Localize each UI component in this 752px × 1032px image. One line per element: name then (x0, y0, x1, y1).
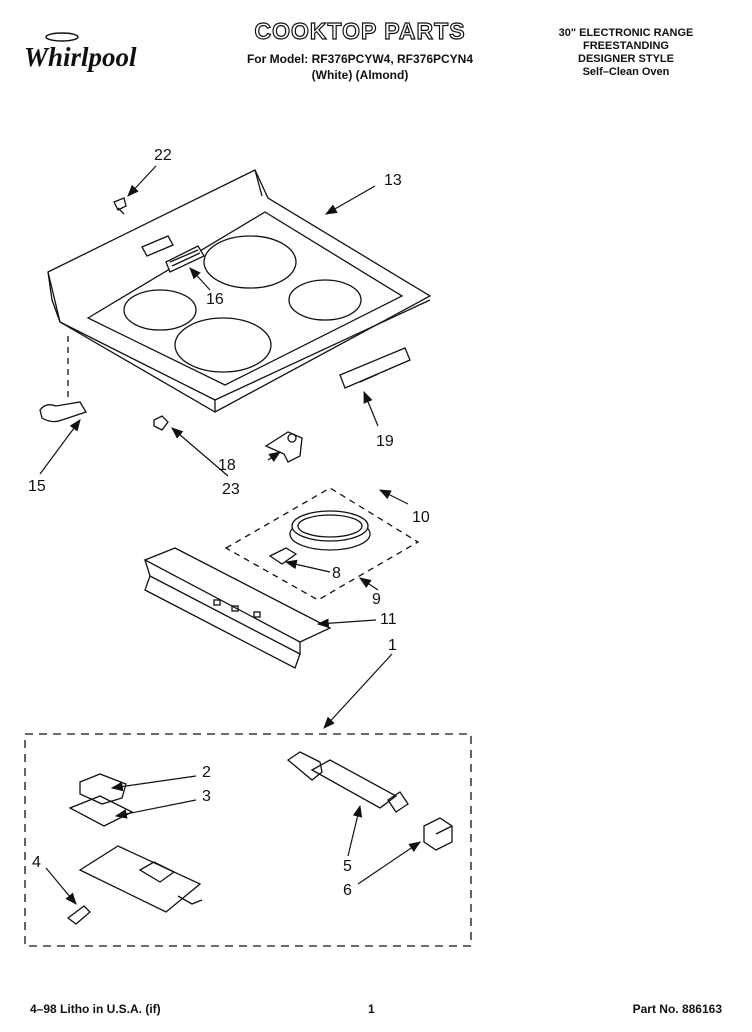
spec-line: 30" ELECTRONIC RANGE (558, 27, 694, 39)
callout-1: 1 (388, 637, 397, 654)
callout-18: 18 (218, 457, 236, 474)
trim-part-19 (339, 347, 411, 389)
cooktop-main-top (47, 169, 432, 413)
hinge-part-15 (39, 401, 87, 423)
print-info: 4–98 Litho in U.S.A. (if) (30, 1002, 161, 1016)
insulator-part-3 (68, 795, 134, 827)
callout-16: 16 (206, 291, 224, 308)
page-number: 1 (368, 1002, 375, 1016)
limiter-part-2 (79, 773, 127, 805)
callout-3: 3 (202, 788, 211, 805)
callout-8: 8 (332, 565, 341, 582)
indicator-panel (141, 235, 205, 273)
callout-6: 6 (343, 882, 352, 899)
callout-10: 10 (412, 509, 430, 526)
connector-part-6 (423, 817, 453, 851)
model-colors: (White) (Almond) (311, 68, 409, 82)
model-numbers: For Model: RF376PCYW4, RF376PCYN4 (246, 52, 474, 66)
bracket-part-5 (286, 751, 409, 813)
support-bracket (143, 547, 332, 669)
callout-2: 2 (202, 764, 211, 781)
whirlpool-logo: Whirlpool (24, 32, 137, 72)
switch-part-18 (264, 431, 303, 463)
svg-text:Whirlpool: Whirlpool (24, 42, 137, 72)
callout-22: 22 (154, 147, 172, 164)
product-spec: 30" ELECTRONIC RANGE FREESTANDING DESIGN… (536, 27, 716, 79)
element-kit-box (24, 733, 472, 947)
page-title: COOKTOP PARTS (254, 17, 466, 44)
spec-line: FREESTANDING (583, 40, 669, 52)
callout-5: 5 (343, 858, 352, 875)
callout-15: 15 (28, 478, 46, 495)
clip-part-23 (153, 415, 169, 431)
callout-11: 11 (380, 611, 397, 628)
clip-part-4 (66, 905, 91, 925)
callout-4: 4 (32, 854, 41, 871)
burner-elements (123, 235, 362, 373)
callout-23: 23 (222, 481, 240, 498)
spec-line: DESIGNER STYLE (578, 53, 674, 65)
radiant-element-assembly (224, 487, 420, 601)
part-number: Part No. 886163 (632, 1002, 722, 1016)
callout-19: 19 (376, 433, 394, 450)
callout-9: 9 (372, 591, 381, 608)
callout-13: 13 (384, 172, 402, 189)
element-terminal-block (78, 845, 203, 913)
spec-line: Self–Clean Oven (582, 66, 670, 78)
bracket-part-22 (113, 197, 127, 215)
